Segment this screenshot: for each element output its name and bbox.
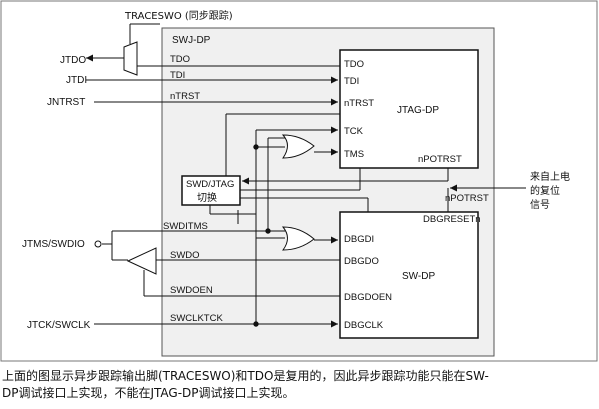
sw-dp-label: SW-DP	[402, 271, 435, 282]
or-gate-tms	[281, 134, 315, 159]
swdo-buffer	[126, 247, 157, 275]
jtag-dp-block	[339, 49, 479, 169]
pin-jtck-swclk: JTCK/SWCLK	[27, 320, 91, 331]
reset-source-line1: 来自上电	[530, 170, 570, 183]
pin-jtms-swdio: JTMS/SWDIO	[22, 239, 85, 250]
npotrst-external-label: nPOTRST	[445, 193, 489, 204]
sw-port-dbgclk: DBGCLK	[344, 320, 384, 331]
node-clk-bottom	[253, 321, 259, 327]
traceswo-mux	[123, 41, 138, 76]
signal-swdo: SWDO	[170, 250, 200, 261]
signal-ntrst: nTRST	[170, 91, 200, 102]
node-clk-or1	[253, 144, 259, 150]
switch-label-line1: SWD/JTAG	[186, 179, 234, 190]
jtag-port-tck: TCK	[344, 126, 364, 137]
jtag-port-tms: TMS	[344, 149, 364, 160]
reset-source-line3: 信号	[530, 199, 550, 211]
or-gate-dbgdi	[281, 226, 315, 251]
wires	[86, 54, 526, 328]
signal-swdoen: SWDOEN	[170, 285, 213, 296]
swj-dp-label: SWJ-DP	[172, 35, 211, 46]
figure-caption: 上面的图显示异步跟踪输出脚(TRACESWO)和TDO是复用的，因此异步跟踪功能…	[2, 368, 598, 402]
signal-swditms: SWDITMS	[163, 221, 208, 232]
sw-port-dbgdi: DBGDI	[344, 234, 374, 245]
pin-jntrst: JNTRST	[47, 97, 85, 108]
jtag-dp-label: JTAG-DP	[397, 105, 439, 116]
node-swditms	[265, 228, 271, 234]
dbgresetn-label: DBGRESETn	[423, 214, 481, 225]
switch-label-line2: 切换	[197, 191, 217, 204]
signal-swclktck: SWCLKTCK	[170, 313, 223, 324]
jtag-port-ntrst: nTRST	[344, 98, 374, 109]
caption-line1: 上面的图显示异步跟踪输出脚(TRACESWO)和TDO是复用的，因此异步跟踪功能…	[2, 369, 489, 383]
jtag-port-tdo: TDO	[344, 59, 364, 70]
figure-frame	[0, 0, 598, 362]
sw-port-dbgdo: DBGDO	[344, 256, 379, 267]
signal-tdi: TDI	[170, 70, 185, 81]
jtag-port-tdi: TDI	[344, 76, 359, 87]
pin-terminal-swdio	[94, 240, 102, 248]
pin-jtdi: JTDI	[66, 75, 87, 86]
traceswo-label: TRACESWO (同步跟踪)	[124, 9, 233, 22]
reset-source-line2: 的复位	[530, 184, 560, 197]
npotrst-internal-label: nPOTRST	[418, 154, 462, 165]
signal-tdo: TDO	[170, 54, 190, 65]
sw-dp-block	[339, 211, 479, 339]
pin-jtdo: JTDO	[60, 55, 86, 66]
caption-line2: DP调试接口上实现，不能在JTAG-DP调试接口上实现。	[2, 386, 295, 400]
sw-port-dbgdoen: DBGDOEN	[344, 292, 392, 303]
swd-jtag-switch	[181, 175, 241, 206]
